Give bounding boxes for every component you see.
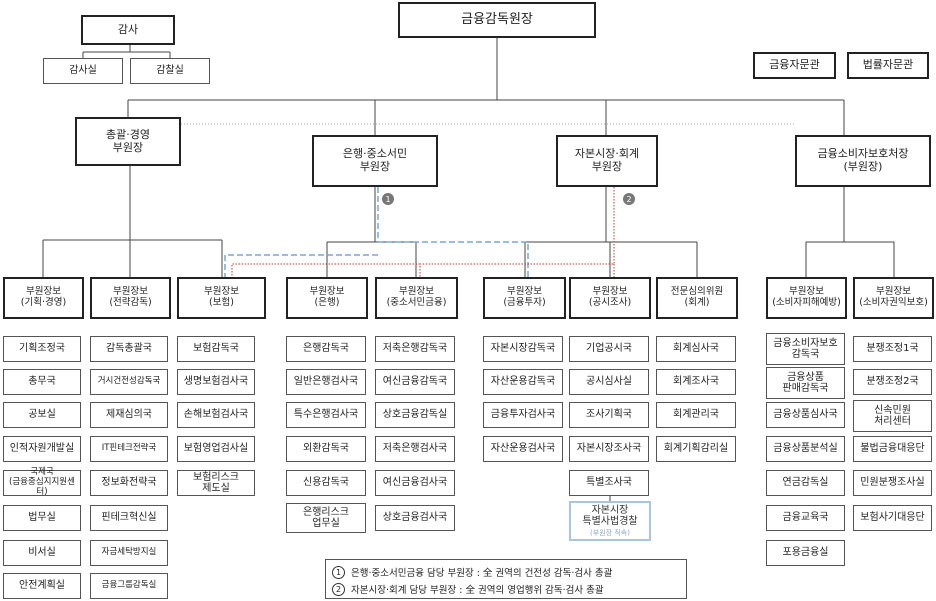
unit: 보험리스크 제도실 <box>177 470 255 496</box>
unit: 분쟁조정2국 <box>853 369 932 395</box>
unit: 거시건전성감독국 <box>90 369 168 395</box>
unit: 회계조사국 <box>656 369 736 395</box>
unit: 여신금융감독국 <box>375 369 455 395</box>
audit-box: 감사 <box>81 15 175 45</box>
unit: 회계심사국 <box>656 336 736 362</box>
deputy-general: 총괄·경영 부원장 <box>75 117 181 166</box>
unit: 포용금융실 <box>766 540 845 566</box>
legend-text: 자본시장·회계 담당 부원장 : 全 권역의 영업행위 감독·검사 총괄 <box>351 585 604 596</box>
unit: 금융상품분석실 <box>766 436 845 462</box>
unit: 기업공시국 <box>569 336 649 362</box>
unit: 회계기획감리실 <box>656 436 736 462</box>
unit: 공보실 <box>3 402 81 428</box>
audit-office: 감사실 <box>43 58 123 84</box>
unit: 자금세탁방지실 <box>90 540 168 566</box>
unit: 은행감독국 <box>286 336 366 362</box>
unit: 핀테크혁신실 <box>90 505 168 531</box>
deputy-consumer-protection: 금융소비자보호처장 (부원장) <box>795 135 931 187</box>
legend-text: 은행·중소서민금융 담당 부원장 : 全 권역의 건전성 감독·검사 총괄 <box>351 568 613 579</box>
special-unit-title: 자본시장 특별사법경찰 <box>582 504 638 528</box>
unit: 저축은행감독국 <box>375 336 455 362</box>
legend-row-1: 1 은행·중소서민금융 담당 부원장 : 全 권역의 건전성 감독·검사 총괄 <box>332 565 612 579</box>
unit: 연금감독실 <box>766 470 845 496</box>
unit: 법무실 <box>3 505 81 531</box>
unit: 자산운용검사국 <box>483 436 563 462</box>
ag-consumer-rights: 부원장보 (소비자권익보호) <box>853 277 934 319</box>
special-unit-note: (부원장 직속) <box>590 528 630 537</box>
unit: 자본시장감독국 <box>483 336 563 362</box>
legal-advisor: 법률자문관 <box>847 52 929 79</box>
unit: 보험감독국 <box>177 336 255 362</box>
unit: 금융상품 판매감독국 <box>766 367 845 399</box>
unit: 신속민원 처리센터 <box>853 400 932 432</box>
unit: 회계관리국 <box>656 402 736 428</box>
inspection-office: 감찰실 <box>130 58 210 84</box>
ag-smallbusiness: 부원장보 (중소서민금융) <box>375 277 458 319</box>
unit: 특수은행검사국 <box>286 402 366 428</box>
unit: 분쟁조정1국 <box>853 336 932 362</box>
legend-row-2: 2 자본시장·회계 담당 부원장 : 全 권역의 영업행위 감독·검사 총괄 <box>332 582 604 596</box>
unit: 감독총괄국 <box>90 336 168 362</box>
badge-2: 2 <box>623 193 635 205</box>
special-judicial-police: 자본시장 특별사법경찰 (부원장 직속) <box>569 501 651 541</box>
ag-consumer-prevention: 부원장보 (소비자피해예방) <box>766 277 847 319</box>
unit: 금융투자검사국 <box>483 402 563 428</box>
unit: 특별조사국 <box>569 470 649 496</box>
unit: 공시심사실 <box>569 369 649 395</box>
unit: 보험영업검사실 <box>177 436 255 462</box>
unit: 안전계획실 <box>3 573 81 599</box>
unit: 상호금융감독실 <box>375 402 455 428</box>
unit: 비서실 <box>3 540 81 566</box>
unit: 금융그룹감독실 <box>90 573 168 599</box>
ag-investment: 부원장보 (금융투자) <box>483 277 566 319</box>
unit: 생명보험검사국 <box>177 369 255 395</box>
ag-disclosure: 부원장보 (공시조사) <box>569 277 651 319</box>
deputy-capital-markets: 자본시장·회계 부원장 <box>556 135 658 187</box>
ag-insurance: 부원장보 (보험) <box>177 277 266 319</box>
unit: 국제국 (금융중심지지원센터) <box>3 467 81 497</box>
unit: 기획조정국 <box>3 336 81 362</box>
unit: IT핀테크전략국 <box>90 436 168 462</box>
unit: 자본시장조사국 <box>569 436 649 462</box>
legend-box: 1 은행·중소서민금융 담당 부원장 : 全 권역의 건전성 감독·검사 총괄 … <box>325 559 687 599</box>
unit: 손해보험검사국 <box>177 402 255 428</box>
unit: 정보화전략국 <box>90 470 168 496</box>
unit: 불법금융대응단 <box>853 436 932 462</box>
ag-banking: 부원장보 (은행) <box>286 277 368 319</box>
unit: 인적자원개발실 <box>3 436 81 462</box>
unit: 외환감독국 <box>286 436 366 462</box>
badge-1: 1 <box>382 193 394 205</box>
deputy-banking: 은행·중소서민 부원장 <box>312 135 438 187</box>
unit: 보험사기대응단 <box>853 505 932 531</box>
ag-planning: 부원장보 (기획·경영) <box>3 277 84 319</box>
ag-accounting: 전문심의위원 (회계) <box>656 277 738 319</box>
financial-advisor: 금융자문관 <box>753 52 836 79</box>
unit: 여신금융검사국 <box>375 470 455 496</box>
unit: 금융소비자보호 감독국 <box>766 333 845 365</box>
unit: 자산운용감독국 <box>483 369 563 395</box>
unit: 신용감독국 <box>286 470 366 496</box>
unit: 저축은행검사국 <box>375 436 455 462</box>
unit: 일반은행검사국 <box>286 369 366 395</box>
unit: 은행리스크 업무실 <box>286 503 366 533</box>
legend-num: 1 <box>332 565 345 579</box>
unit: 금융상품심사국 <box>766 402 845 428</box>
governor-box: 금융감독원장 <box>398 2 596 38</box>
unit: 상호금융검사국 <box>375 505 455 531</box>
unit: 제재심의국 <box>90 402 168 428</box>
legend-num: 2 <box>332 582 345 596</box>
ag-strategy: 부원장보 (전략감독) <box>90 277 171 319</box>
unit: 총무국 <box>3 369 81 395</box>
unit: 민원분쟁조사실 <box>853 470 932 496</box>
unit: 금융교육국 <box>766 505 845 531</box>
unit: 조사기획국 <box>569 402 649 428</box>
